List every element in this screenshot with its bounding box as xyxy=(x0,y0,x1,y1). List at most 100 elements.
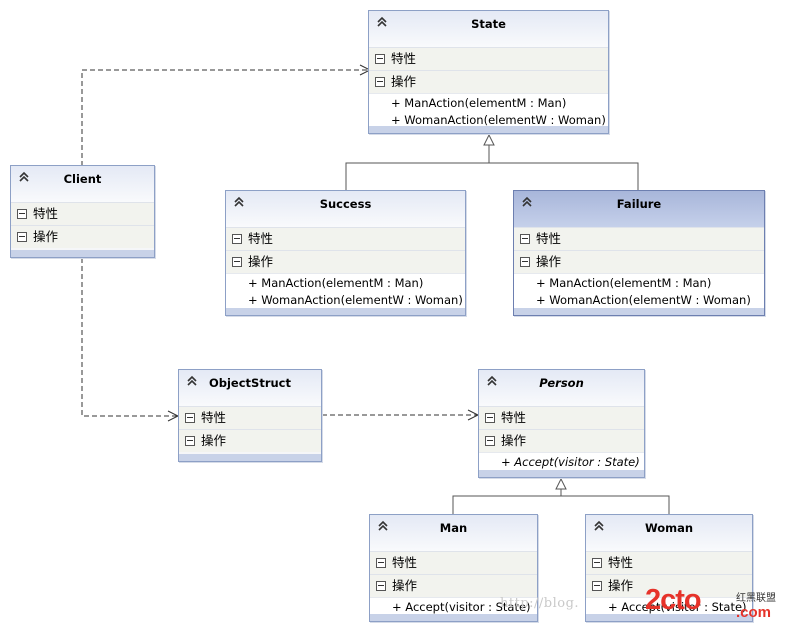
operations-compartment[interactable]: 操作 xyxy=(514,250,764,273)
class-header[interactable]: Man xyxy=(370,515,537,551)
class-header[interactable]: Failure xyxy=(514,191,764,227)
watermark-blog-url: http://blog. xyxy=(500,596,580,611)
dependency-client-objectstruct xyxy=(81,258,178,417)
class-man[interactable]: Man 特性 操作 + Accept(visitor : State) xyxy=(369,514,538,622)
attributes-label: 特性 xyxy=(33,206,59,221)
collapse-chevron-icon[interactable] xyxy=(376,519,390,533)
class-person[interactable]: Person 特性 操作 + Accept(visitor : State) xyxy=(478,369,645,478)
operations-list: + ManAction(elementM : Man) + WomanActio… xyxy=(226,273,465,311)
attributes-compartment[interactable]: 特性 xyxy=(11,202,154,225)
operations-label: 操作 xyxy=(608,578,634,593)
class-state[interactable]: State 特性 操作 + ManAction(elementM : Man) … xyxy=(368,10,609,134)
class-failure[interactable]: Failure 特性 操作 + ManAction(elementM : Man… xyxy=(513,190,765,316)
operations-compartment[interactable]: 操作 xyxy=(179,429,321,452)
collapse-minus-icon[interactable] xyxy=(520,257,530,267)
collapse-chevron-icon[interactable] xyxy=(232,195,246,209)
operation-item[interactable]: + ManAction(elementM : Man) xyxy=(248,276,424,290)
collapse-chevron-icon[interactable] xyxy=(185,374,199,388)
class-header[interactable]: Woman xyxy=(586,515,752,551)
operations-compartment[interactable]: 操作 xyxy=(369,70,608,93)
class-woman[interactable]: Woman 特性 操作 + Accept(visitor : State) xyxy=(585,514,753,622)
collapse-chevron-icon[interactable] xyxy=(17,170,31,184)
collapse-minus-icon[interactable] xyxy=(376,581,386,591)
operation-item[interactable]: + Accept(visitor : State) xyxy=(392,600,531,614)
operations-label: 操作 xyxy=(536,254,562,269)
attributes-label: 特性 xyxy=(201,410,227,425)
collapse-minus-icon[interactable] xyxy=(375,77,385,87)
operations-list: + ManAction(elementM : Man) + WomanActio… xyxy=(369,93,608,131)
class-footer xyxy=(514,308,764,315)
class-objectstruct[interactable]: ObjectStruct 特性 操作 xyxy=(178,369,322,462)
inheritance-man-person xyxy=(452,495,561,514)
class-header[interactable]: ObjectStruct xyxy=(179,370,321,406)
attributes-compartment[interactable]: 特性 xyxy=(369,47,608,70)
class-header[interactable]: Person xyxy=(479,370,644,406)
class-footer xyxy=(226,308,465,315)
attributes-compartment[interactable]: 特性 xyxy=(370,551,537,574)
class-header[interactable]: State xyxy=(369,11,608,47)
operations-list: + ManAction(elementM : Man) + WomanActio… xyxy=(514,273,764,311)
class-success[interactable]: Success 特性 操作 + ManAction(elementM : Man… xyxy=(225,190,466,316)
operation-item[interactable]: + Accept(visitor : State) xyxy=(608,600,747,614)
collapse-minus-icon[interactable] xyxy=(592,581,602,591)
class-footer xyxy=(370,614,537,621)
operation-item[interactable]: + WomanAction(elementW : Woman) xyxy=(391,113,606,127)
collapse-minus-icon[interactable] xyxy=(592,558,602,568)
operation-item[interactable]: + Accept(visitor : State) xyxy=(501,455,640,469)
operations-list: + Accept(visitor : State) xyxy=(586,597,752,618)
operation-item[interactable]: + ManAction(elementM : Man) xyxy=(391,96,567,110)
watermark-logo-text: 2cto xyxy=(645,584,702,616)
watermark-logo-suffix: .com xyxy=(736,604,772,621)
collapse-minus-icon[interactable] xyxy=(375,54,385,64)
operations-label: 操作 xyxy=(391,74,417,89)
operations-label: 操作 xyxy=(392,578,418,593)
attributes-compartment[interactable]: 特性 xyxy=(514,227,764,250)
collapse-minus-icon[interactable] xyxy=(520,234,530,244)
attributes-label: 特性 xyxy=(536,231,562,246)
collapse-minus-icon[interactable] xyxy=(232,257,242,267)
collapse-chevron-icon[interactable] xyxy=(375,15,389,29)
operation-item[interactable]: + WomanAction(elementW : Woman) xyxy=(248,293,463,307)
collapse-minus-icon[interactable] xyxy=(185,413,195,423)
class-name: State xyxy=(471,17,506,31)
collapse-chevron-icon[interactable] xyxy=(520,195,534,209)
attributes-label: 特性 xyxy=(392,555,418,570)
operations-compartment[interactable]: 操作 xyxy=(11,225,154,248)
operations-compartment[interactable]: 操作 xyxy=(226,250,465,273)
collapse-minus-icon[interactable] xyxy=(17,232,27,242)
collapse-minus-icon[interactable] xyxy=(485,436,495,446)
collapse-minus-icon[interactable] xyxy=(17,209,27,219)
attributes-compartment[interactable]: 特性 xyxy=(226,227,465,250)
class-name: Failure xyxy=(616,197,662,211)
operations-compartment[interactable]: 操作 xyxy=(479,429,644,452)
inheritance-failure-state xyxy=(489,162,639,190)
class-name: Success xyxy=(319,197,372,211)
operations-label: 操作 xyxy=(248,254,274,269)
class-header[interactable]: Client xyxy=(11,166,154,202)
class-footer xyxy=(586,614,752,621)
attributes-compartment[interactable]: 特性 xyxy=(586,551,752,574)
watermark-site-cn: 红黑联盟 xyxy=(736,593,776,604)
collapse-chevron-icon[interactable] xyxy=(592,519,606,533)
collapse-minus-icon[interactable] xyxy=(232,234,242,244)
operations-compartment[interactable]: 操作 xyxy=(370,574,537,597)
watermark-site: 红黑联盟 .com xyxy=(736,589,776,621)
operations-label: 操作 xyxy=(201,433,227,448)
inheritance-triangle-state xyxy=(483,133,495,146)
collapse-minus-icon[interactable] xyxy=(485,413,495,423)
operations-list: + Accept(visitor : State) xyxy=(370,597,537,618)
class-header[interactable]: Success xyxy=(226,191,465,227)
collapse-chevron-icon[interactable] xyxy=(485,374,499,388)
operation-item[interactable]: + WomanAction(elementW : Woman) xyxy=(536,293,751,307)
collapse-minus-icon[interactable] xyxy=(185,436,195,446)
inheritance-triangle-person xyxy=(555,477,567,490)
class-footer xyxy=(479,470,644,477)
class-client[interactable]: Client 特性 操作 xyxy=(10,165,155,258)
operations-compartment[interactable]: 操作 xyxy=(586,574,752,597)
collapse-minus-icon[interactable] xyxy=(376,558,386,568)
class-name: ObjectStruct xyxy=(208,376,292,390)
attributes-compartment[interactable]: 特性 xyxy=(479,406,644,429)
operation-item[interactable]: + ManAction(elementM : Man) xyxy=(536,276,712,290)
attributes-compartment[interactable]: 特性 xyxy=(179,406,321,429)
